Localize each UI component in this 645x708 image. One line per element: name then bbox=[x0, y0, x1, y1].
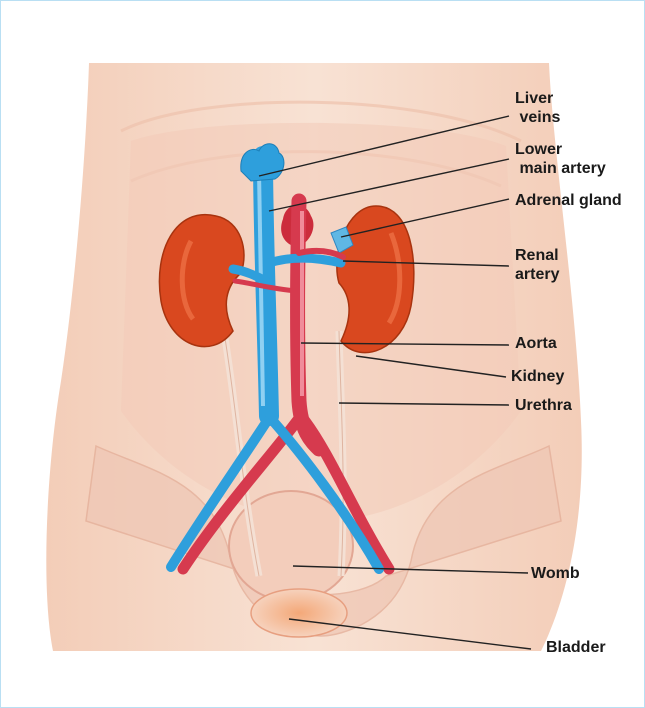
right-renal-vein bbox=[269, 258, 341, 263]
label-womb: Womb bbox=[531, 564, 580, 583]
label-bladder: Bladder bbox=[546, 638, 606, 657]
label-aorta: Aorta bbox=[515, 334, 557, 353]
label-lower-main-artery: Lower main artery bbox=[515, 140, 606, 178]
label-liver-veins: Liver veins bbox=[515, 89, 560, 127]
label-urethra: Urethra bbox=[515, 396, 572, 415]
bladder-shape bbox=[251, 589, 347, 637]
label-adrenal-gland: Adrenal gland bbox=[515, 191, 622, 210]
left-kidney-shape bbox=[159, 215, 244, 347]
label-kidney: Kidney bbox=[511, 367, 564, 386]
label-renal-artery: Renal artery bbox=[515, 246, 559, 284]
